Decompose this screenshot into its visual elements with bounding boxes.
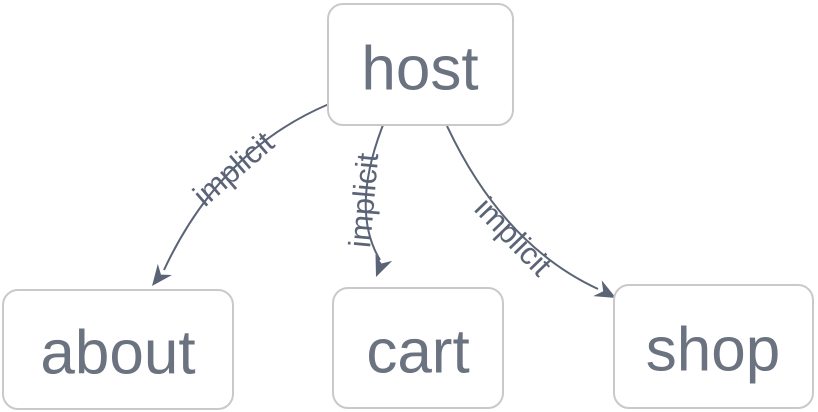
node-cart[interactable]: cart bbox=[332, 287, 504, 409]
edges-layer: implicit implicit implicit bbox=[152, 103, 616, 298]
edge-label-host-shop: implicit bbox=[468, 190, 559, 283]
node-shop[interactable]: shop bbox=[613, 284, 814, 409]
node-box-cart[interactable] bbox=[332, 287, 504, 409]
edge-label-host-cart: implicit bbox=[342, 151, 385, 249]
arrowhead-icon-host-about bbox=[152, 263, 173, 286]
node-box-shop[interactable] bbox=[613, 284, 814, 409]
edge-host-cart: implicit bbox=[342, 124, 393, 277]
edge-line-host-about bbox=[163, 103, 330, 271]
edge-host-shop: implicit bbox=[446, 125, 616, 298]
edge-line-host-cart bbox=[364, 124, 384, 261]
node-label-about: about bbox=[40, 319, 195, 388]
edge-line-host-shop bbox=[446, 125, 599, 290]
node-label-cart: cart bbox=[366, 318, 469, 387]
node-box-about[interactable] bbox=[2, 289, 234, 410]
node-about[interactable]: about bbox=[2, 289, 234, 410]
arrowhead-icon-host-cart bbox=[375, 254, 393, 277]
node-label-shop: shop bbox=[646, 316, 780, 385]
node-box-host[interactable] bbox=[327, 3, 514, 126]
node-label-host: host bbox=[361, 35, 478, 104]
edge-host-about: implicit bbox=[152, 103, 330, 286]
nodes-layer: host about cart shop bbox=[2, 3, 814, 410]
node-host[interactable]: host bbox=[327, 3, 514, 126]
arrowhead-icon-host-shop bbox=[593, 280, 616, 298]
edge-label-host-about: implicit bbox=[186, 124, 281, 213]
